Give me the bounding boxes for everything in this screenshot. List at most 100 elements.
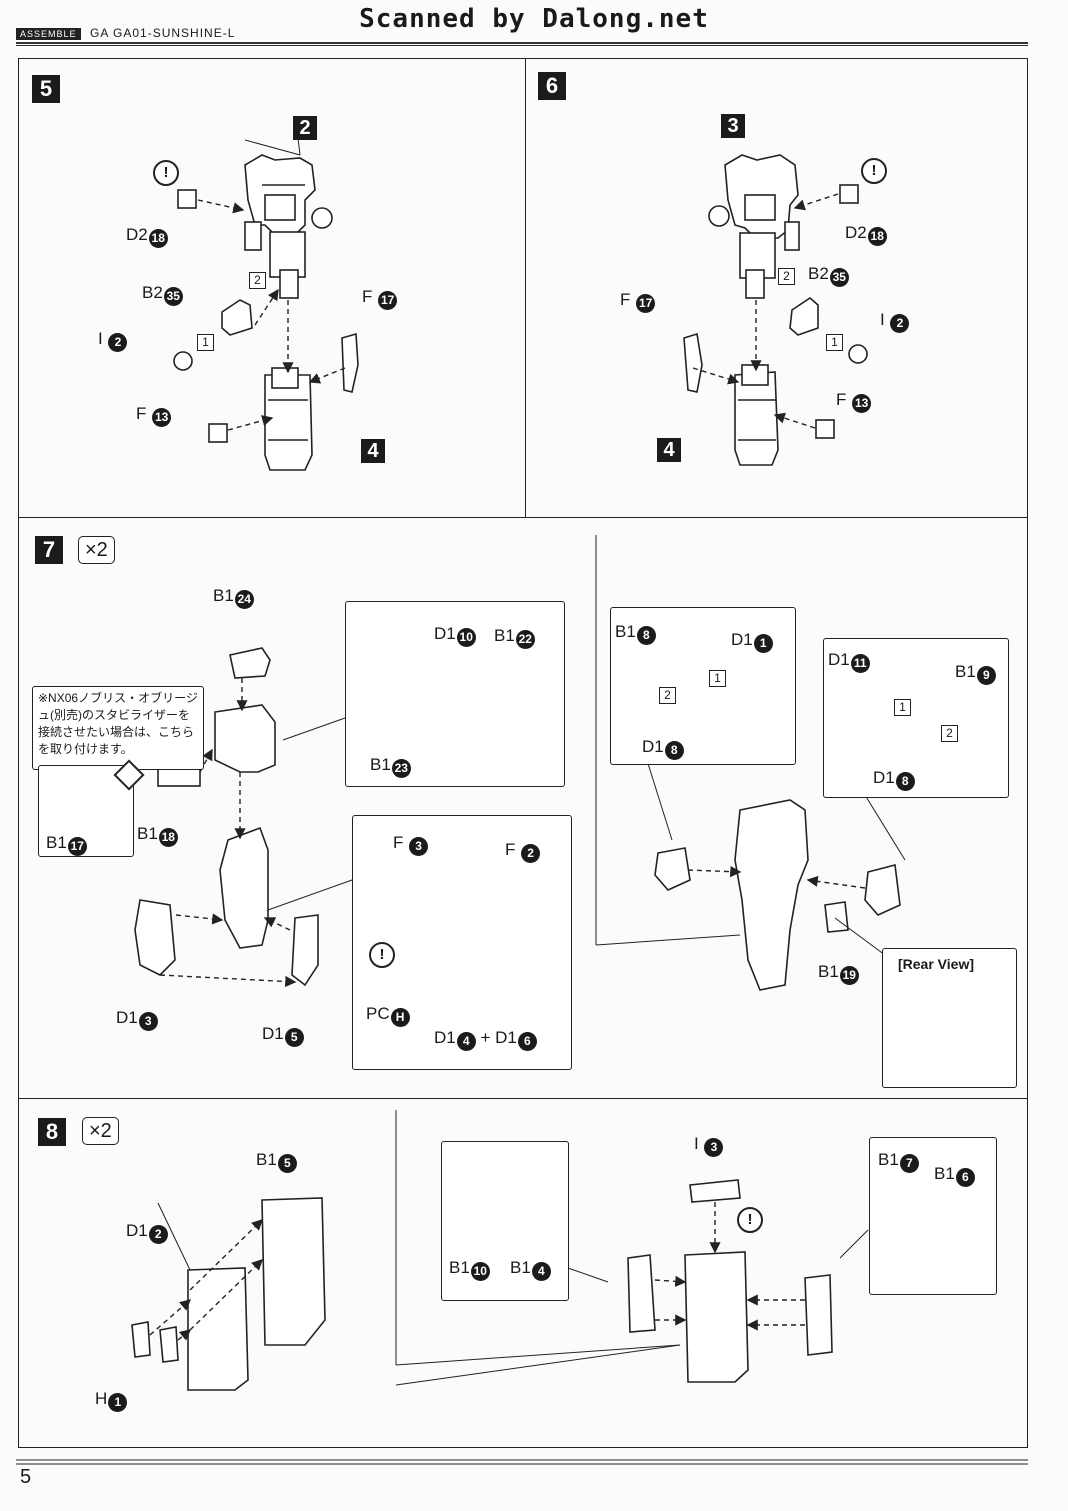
step8-part-b1-5 <box>261 1197 326 1346</box>
step5-part-f17 <box>341 332 359 393</box>
step5-part-d2 <box>177 189 197 209</box>
step8-multiplier: ×2 <box>82 1117 119 1145</box>
step7-number: 7 <box>35 536 63 564</box>
step8-main-plate <box>684 1251 749 1383</box>
step8-panel <box>18 1098 1028 1448</box>
step6-label-i: I 2 <box>880 310 910 333</box>
step5-label-i: I 2 <box>98 329 128 352</box>
step5-part-i <box>173 351 193 371</box>
step6-number: 6 <box>538 72 566 100</box>
step7-right-part-b1-19 <box>824 901 849 933</box>
step7-seq-1: 1 <box>894 699 911 716</box>
compat-note-text: ※NX06ノブリス・オブリージュ(別売)のスタビライザーを接続させたい場合は、こ… <box>38 691 198 756</box>
step5-label-f17: F 17 <box>362 287 398 310</box>
step8-part-d1-2 <box>187 1267 249 1391</box>
step6-lower-assembly <box>734 364 779 466</box>
step6-tag-upper: 3 <box>721 114 745 138</box>
step6-part-i <box>848 344 868 364</box>
rear-view-box <box>882 948 1017 1088</box>
step6-part-b2 <box>789 296 819 336</box>
step6-part-d2 <box>839 184 859 204</box>
step5-part-b2 <box>221 299 253 336</box>
assemble-badge: ASSEMBLE <box>16 28 81 40</box>
step5-seq-2: 2 <box>249 272 266 289</box>
step6-label-f17: F 17 <box>620 290 656 313</box>
step7-seq-2: 2 <box>659 687 676 704</box>
step5-tag-lower: 4 <box>361 439 385 463</box>
page-number: 5 <box>20 1466 32 1488</box>
step6-label-f13: F 13 <box>836 390 872 413</box>
step8-number: 8 <box>38 1118 66 1146</box>
step5-upper-assembly <box>244 154 333 299</box>
step7-part-d1-3 <box>134 899 176 976</box>
step8-part-i3 <box>689 1179 741 1203</box>
step7-right-part-right <box>864 863 901 916</box>
step7-right-leg <box>734 799 809 991</box>
rear-view-title: [Rear View] <box>898 956 974 972</box>
step6-part-f13 <box>815 419 835 439</box>
scan-credit: Scanned by Dalong.net <box>359 4 709 34</box>
step6-part-f17 <box>683 332 703 393</box>
header-rule <box>16 42 1028 46</box>
step8-inset-right <box>869 1137 997 1295</box>
step7-right-part-left <box>654 847 691 891</box>
step7-label-f2: F 2 <box>505 840 541 863</box>
step5-number: 5 <box>32 75 60 103</box>
warning-icon: ! <box>369 942 395 968</box>
step7-label-f3: F 3 <box>393 833 429 856</box>
step7-part-d1-5 <box>291 914 319 987</box>
step5-seq-1: 1 <box>197 334 214 351</box>
step8-part-h1b <box>159 1326 179 1363</box>
warning-icon: ! <box>737 1207 763 1233</box>
step6-tag-lower: 4 <box>657 438 681 462</box>
step8-side-left <box>627 1254 656 1333</box>
compat-note-box: ※NX06ノブリス・オブリージュ(別売)のスタビライザーを接続させたい場合は、こ… <box>32 686 204 770</box>
warning-icon: ! <box>153 160 179 186</box>
kit-title: GA GA01-SUNSHINE-L <box>90 26 236 40</box>
step7-seq-1: 1 <box>709 670 726 687</box>
step7-part-b1-24 <box>229 647 271 679</box>
step8-part-h1a <box>131 1321 151 1358</box>
step7-multiplier: ×2 <box>78 536 115 564</box>
step5-part-f13 <box>208 423 228 443</box>
step7-leg-upper <box>219 826 269 949</box>
step6-upper-assembly <box>708 154 800 299</box>
step7-housing <box>214 704 276 773</box>
step8-label-i3: I 3 <box>694 1134 724 1157</box>
step5-label-f13: F 13 <box>136 404 172 427</box>
step6-seq-1: 1 <box>826 334 843 351</box>
step8-side-right <box>804 1274 833 1356</box>
step6-seq-2: 2 <box>778 268 795 285</box>
step5-tag-upper: 2 <box>293 116 317 140</box>
warning-icon: ! <box>861 158 887 184</box>
step7-seq-2: 2 <box>941 725 958 742</box>
step5-lower-assembly <box>264 367 313 471</box>
